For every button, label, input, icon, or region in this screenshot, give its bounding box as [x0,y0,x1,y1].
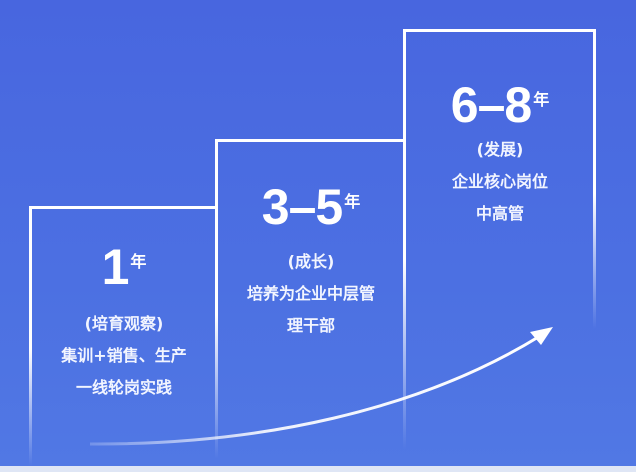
step-1-desc-1: 集训+销售、生产 [61,346,187,365]
arrow-curve [89,334,541,446]
step-3-right [593,29,596,329]
step-3-stage: (发展) [476,140,524,159]
step-2-desc-1: 培养为企业中层管 [246,284,375,303]
step-2-desc-2: 理干部 [286,316,335,335]
step-1-top [29,206,218,209]
step-1-desc-2: 一线轮岗实践 [75,378,172,397]
step-3-left [403,29,406,449]
step-1-stage: (培育观察) [84,314,164,333]
step-2-left [215,139,218,459]
step-3-desc-2: 中高管 [475,204,524,223]
arrow-head [530,327,553,345]
step-2-top [215,139,406,142]
step-3-desc-1: 企业核心岗位 [451,172,548,191]
step-2-stage: (成长) [287,252,335,271]
step-1-left [29,206,32,466]
step-3-top [403,29,596,32]
bottom-strip [0,466,636,472]
